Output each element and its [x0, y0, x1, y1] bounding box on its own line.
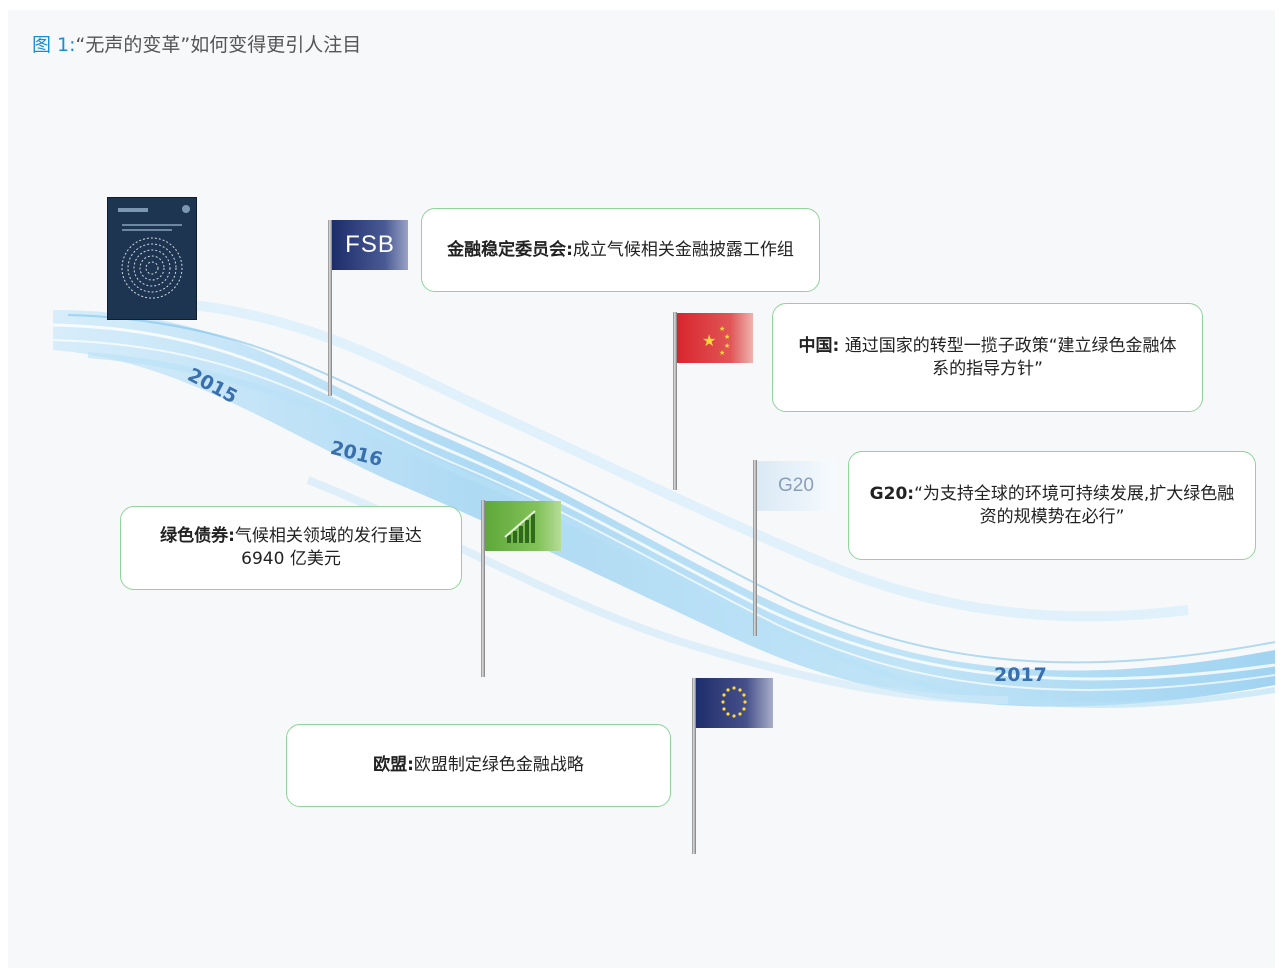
event-box-g20: G20:“为支持全球的环境可持续发展,扩大绿色融资的规模势在必行”: [848, 451, 1256, 560]
g20-event-text: “为支持全球的环境可持续发展,扩大绿色融资的规模势在必行”: [914, 483, 1235, 527]
china-event-heading: 中国:: [798, 335, 840, 356]
green-bonds-flag-pole: [481, 500, 485, 677]
figure-panel: 图 1:“无声的变革”如何变得更引人注目 2015 2016 2017: [8, 10, 1275, 968]
eu-event-text: 欧盟制定绿色金融战略: [413, 755, 584, 776]
eu-event-heading: 欧盟:: [373, 755, 414, 776]
fsb-flag-pole: [328, 220, 332, 396]
year-2017: 2017: [994, 664, 1047, 686]
g20-flag-text: G20: [778, 475, 814, 496]
fsb-flag-icon: FSB: [332, 220, 408, 270]
svg-text:★: ★: [702, 331, 716, 350]
figure-label: 图 1:: [32, 34, 76, 56]
svg-text:★: ★: [724, 333, 730, 341]
green-bonds-flag-icon: [485, 501, 561, 551]
fsb-flag-text: FSB: [345, 231, 395, 258]
svg-text:★: ★: [724, 342, 730, 350]
event-box-eu: 欧盟:欧盟制定绿色金融战略: [286, 724, 671, 807]
green-bonds-event-text: 气候相关领域的发行量达 6940 亿美元: [234, 526, 422, 569]
china-event-text: 通过国家的转型一揽子政策“建立绿色金融体系的指导方针”: [844, 335, 1177, 379]
svg-text:★: ★: [719, 349, 725, 357]
china-flag-pole: [673, 312, 677, 490]
event-box-green-bonds: 绿色债券:气候相关领域的发行量达 6940 亿美元: [120, 506, 462, 590]
report-cover-icon: [107, 197, 197, 320]
fsb-event-heading: 金融稳定委员会:: [447, 239, 573, 260]
event-box-fsb: 金融稳定委员会:成立气候相关金融披露工作组: [421, 208, 820, 292]
eu-flag-pole: [692, 678, 696, 854]
green-bonds-event-heading: 绿色债券:: [160, 526, 235, 547]
figure-title: 图 1:“无声的变革”如何变得更引人注目: [32, 30, 361, 57]
g20-flag-icon: G20: [757, 461, 835, 511]
g20-flag-pole: [753, 460, 757, 636]
event-box-china: 中国: 通过国家的转型一揽子政策“建立绿色金融体系的指导方针”: [772, 303, 1203, 412]
eu-flag-icon: [696, 678, 773, 728]
fsb-event-text: 成立气候相关金融披露工作组: [572, 239, 794, 260]
svg-text:★: ★: [719, 325, 725, 333]
china-flag-icon: ★ ★ ★ ★ ★: [677, 313, 753, 363]
figure-title-text: “无声的变革”如何变得更引人注目: [75, 34, 362, 56]
g20-event-heading: G20:: [869, 483, 915, 504]
